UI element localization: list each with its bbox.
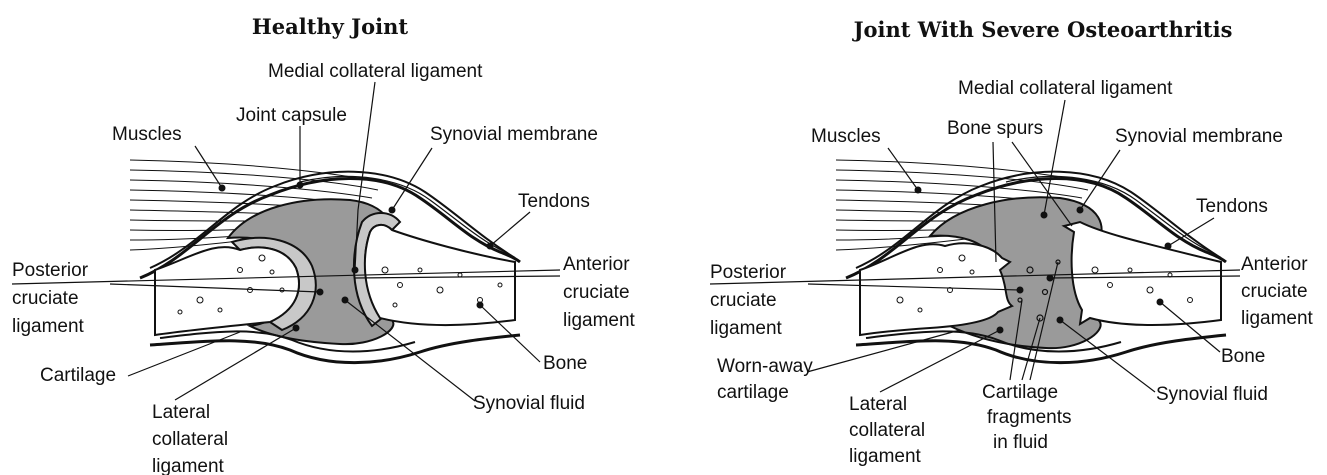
oa-label-medial-collateral-ligament: Medial collateral ligament [958,78,1173,99]
healthy-label-muscles: Muscles [112,124,182,145]
healthy-label-medial-collateral-ligament: Medial collateral ligament [268,61,483,82]
healthy-joint-panel: Healthy Joint [12,14,636,475]
oa-label-anterior-cruciate-ligament: Anterior cruciate ligament [1241,254,1314,329]
healthy-label-posterior-cruciate-ligament: Posterior cruciate ligament [12,260,93,337]
oa-label-bone-spurs: Bone spurs [947,118,1043,139]
healthy-label-tendons: Tendons [518,191,590,212]
oa-label-synovial-fluid: Synovial fluid [1156,384,1268,405]
healthy-label-synovial-fluid: Synovial fluid [473,393,585,414]
healthy-label-cartilage: Cartilage [40,365,116,386]
oa-label-synovial-membrane: Synovial membrane [1115,126,1283,147]
oa-label-muscles: Muscles [811,126,881,147]
healthy-joint-title: Healthy Joint [252,14,408,39]
healthy-label-lateral-collateral-ligament: Lateral collateral ligament [152,402,233,475]
oa-label-worn-away-cartilage: Worn-away cartilage [717,356,818,403]
oa-label-lateral-collateral-ligament: Lateral collateral ligament [849,394,930,467]
osteoarthritis-joint-panel: Joint With Severe Osteoarthritis [710,17,1314,467]
oa-label-bone: Bone [1221,346,1265,367]
healthy-label-synovial-membrane: Synovial membrane [430,124,598,145]
osteoarthritis-joint-title: Joint With Severe Osteoarthritis [852,17,1233,42]
oa-label-posterior-cruciate-ligament: Posterior cruciate ligament [710,262,791,339]
oa-label-tendons: Tendons [1196,196,1268,217]
healthy-label-bone: Bone [543,353,587,374]
healthy-label-joint-capsule: Joint capsule [236,105,347,126]
oa-label-cartilage-fragments-in-fluid: Cartilage fragments in fluid [982,382,1077,453]
healthy-label-anterior-cruciate-ligament: Anterior cruciate ligament [563,254,636,331]
